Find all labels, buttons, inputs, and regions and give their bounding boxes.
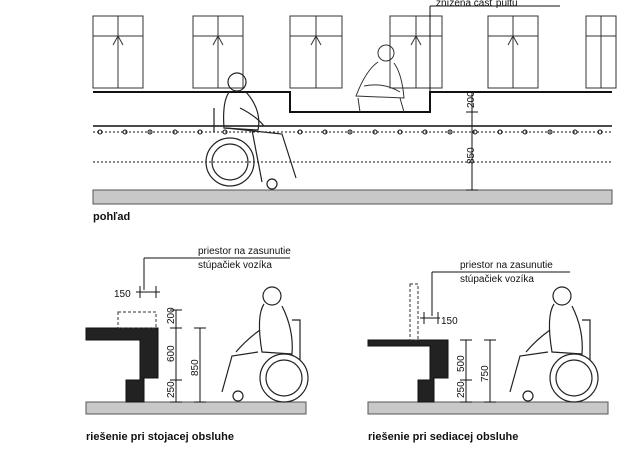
dim-right-500: 500: [456, 355, 467, 372]
upper-top-outline: [117, 311, 157, 329]
seated-caption: riešenie pri sediacej obsluhe: [368, 431, 518, 443]
counter-section-seated: [367, 339, 449, 403]
offset-dim-left: [136, 286, 160, 298]
dim-right-250: 250: [456, 381, 467, 398]
wheelchair-user-standing: [221, 286, 309, 403]
dim-left-150: 150: [114, 289, 131, 300]
counter-fixings: [97, 129, 603, 135]
dim-left-250: 250: [166, 381, 177, 398]
floor-band: [92, 189, 613, 205]
counter-note-label: znížená časť pultu: [436, 0, 518, 9]
vertical-dims-right: [460, 339, 496, 403]
elevation-caption: pohľad: [93, 211, 130, 223]
counter-top-outline: [93, 91, 612, 113]
vertical-dims-left: [170, 309, 206, 403]
clerk-figure: [355, 44, 405, 113]
floor-right: [367, 401, 609, 415]
upper-counter-outline: [409, 283, 419, 341]
note-left-line2: stúpačiek vozíka: [198, 260, 272, 271]
note-left-line1: priestor na zasunutie: [198, 246, 291, 257]
dim-left-850: 850: [190, 359, 201, 376]
seated-section: priestor na zasunutie stúpačiek vozíka 1…: [367, 260, 609, 443]
dim-left-200: 200: [166, 307, 177, 324]
dim-right-750: 750: [480, 365, 491, 382]
elevation-view: znížená časť pultu 200 850 pohľad: [92, 0, 617, 223]
note-right-line1: priestor na zasunutie: [460, 260, 553, 271]
note-right-line2: stúpačiek vozíka: [460, 274, 534, 285]
dim-left-600: 600: [166, 345, 177, 362]
elevation-dimensions: [429, 5, 560, 191]
wheelchair-user-seated: [509, 286, 599, 403]
counter-section-standing: [85, 327, 159, 403]
window-panels: [92, 15, 617, 89]
offset-dim-right: [420, 312, 440, 324]
dim-height-850: 850: [466, 147, 477, 164]
dim-right-150: 150: [441, 316, 458, 327]
standing-section: priestor na zasunutie stúpačiek vozíka 1…: [85, 246, 309, 443]
wheelchair-user-elevation: [205, 72, 297, 190]
standing-caption: riešenie pri stojacej obsluhe: [86, 431, 234, 443]
dim-lowered-200: 200: [466, 91, 477, 108]
floor-left: [85, 401, 307, 415]
